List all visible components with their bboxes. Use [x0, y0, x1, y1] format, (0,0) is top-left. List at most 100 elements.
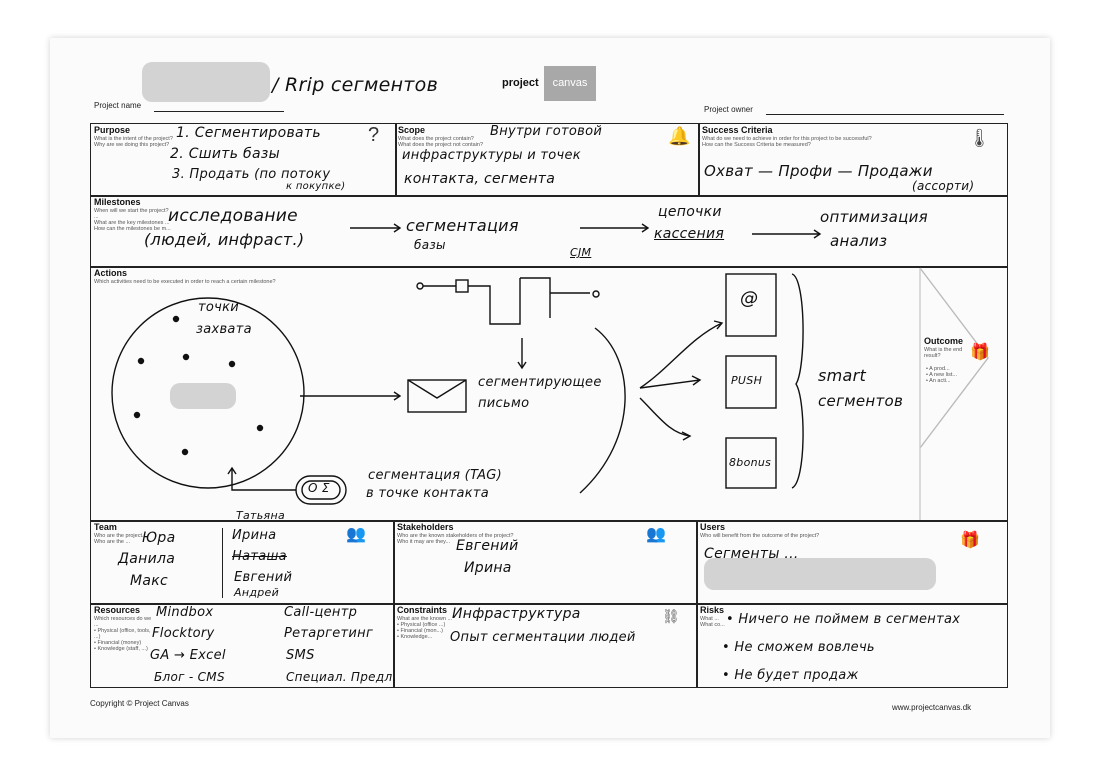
redacted-name	[142, 62, 270, 102]
resources-subtitle: Which resources do we ... • Physical (of…	[94, 616, 152, 652]
users-subtitle: Who will benefit from the outcome of the…	[700, 533, 820, 539]
resource-5: Call-центр	[284, 605, 358, 620]
resources-title: Resources	[94, 605, 141, 615]
outcome-title: Outcome	[924, 336, 964, 346]
milestone-2-line-1: сегментация	[406, 216, 519, 235]
canvas-sheet: / Rrip сегментов Project name project ca…	[50, 38, 1050, 738]
channel-box-push-label: PUSH	[731, 374, 763, 387]
team-left-3: Макс	[130, 573, 169, 589]
risk-3: • Не будет продаж	[722, 668, 859, 683]
scope-line-3: контакта, сегмента	[404, 171, 556, 187]
stakeholders-subtitle: Who are the known stakeholders of the pr…	[397, 533, 514, 545]
purpose-subtitle: What is the intent of the project? Why a…	[94, 136, 173, 148]
purpose-line-2: 2. Сшить базы	[170, 146, 280, 162]
risk-2: • Не сможем вовлечь	[722, 640, 875, 655]
stakeholders-icon: 👥	[646, 526, 666, 543]
project-owner-label: Project owner	[704, 105, 753, 114]
success-subtitle: What do we need to achieve in order for …	[702, 136, 872, 148]
milestones-title: Milestones	[94, 197, 141, 207]
col-divider-top-1	[395, 123, 397, 195]
team-right-1: Татьяна	[236, 509, 286, 522]
purpose-line-4: к покупке)	[286, 181, 346, 192]
actions-sketch	[111, 223, 989, 520]
success-line-2: (ассорти)	[912, 179, 975, 193]
channel-box-bonus	[725, 437, 777, 489]
action-tag-2: в точке контакта	[366, 486, 490, 501]
chain-icon: ⛓	[662, 608, 680, 624]
project-owner-underline	[766, 114, 1004, 115]
purpose-line-3: 3. Продать (по потоку	[172, 167, 331, 182]
scope-line-2: инфраструктуры и точек	[402, 148, 581, 163]
milestone-3-line-2: кассения	[654, 226, 725, 242]
channel-box-email	[725, 273, 777, 337]
action-letter-2: письмо	[478, 396, 530, 411]
logo-canvas: canvas	[544, 66, 596, 101]
team-right-3: Наташа	[232, 549, 287, 564]
action-tag-1: сегментация (TAG)	[368, 468, 503, 483]
envelope-icon	[407, 379, 467, 413]
scope-subtitle: What does the project contain? What does…	[398, 136, 483, 148]
channel-box-bonus-label: 8bonus	[729, 456, 772, 469]
stakeholder-1: Евгений	[456, 538, 519, 554]
resource-7: SMS	[286, 648, 315, 663]
row-divider-1	[90, 195, 1008, 197]
constraints-subtitle: What are the known ... • Physical (offic…	[397, 616, 453, 640]
team-right-2: Ирина	[232, 528, 277, 543]
users-icon: 🎁	[960, 532, 980, 549]
milestone-cjm: CJM	[570, 246, 592, 259]
logo-project: project	[502, 77, 539, 89]
canvas-grid	[90, 123, 1008, 688]
question-icon: ?	[368, 124, 380, 146]
footer-website: www.projectcanvas.dk	[892, 703, 972, 712]
actions-title: Actions	[94, 268, 128, 278]
milestone-4-line-2: анализ	[830, 232, 888, 250]
resource-3: GA → Excel	[150, 648, 226, 663]
tag-pill-label: O Σ	[308, 481, 330, 495]
col-divider-bot-1	[393, 520, 395, 688]
resource-4: Блог - CMS	[154, 670, 225, 684]
actions-subtitle: Which activities need to be executed in …	[94, 279, 276, 285]
row-divider-3	[90, 520, 1008, 522]
scope-title: Scope	[398, 125, 426, 135]
risk-1: • Ничего не поймем в сегментах	[726, 612, 961, 627]
footer-copyright: Copyright © Project Canvas	[90, 699, 189, 708]
milestone-1-line-1: исследование	[168, 206, 298, 226]
purpose-title: Purpose	[94, 125, 131, 135]
capture-points-circle	[111, 297, 305, 489]
resource-2: Flocktory	[152, 626, 215, 641]
risks-title: Risks	[700, 605, 725, 615]
action-capture-1: точки	[198, 300, 240, 315]
tag-pill	[295, 475, 347, 505]
action-smart-2: сегментов	[818, 392, 904, 410]
stakeholder-2: Ирина	[464, 560, 512, 576]
milestone-3-line-1: цепочки	[658, 204, 722, 220]
thermometer-icon: 🌡	[968, 128, 991, 148]
constraint-1: Инфраструктура	[452, 606, 581, 622]
project-name-handwriting: / Rrip сегментов	[272, 74, 439, 96]
bell-icon: 🔔	[668, 126, 691, 146]
users-title: Users	[700, 522, 726, 532]
success-line-1: Охват — Профи — Продажи	[704, 162, 933, 180]
gift-icon: 🎁	[970, 344, 990, 361]
milestone-1-line-2: (людей, инфраст.)	[144, 230, 305, 249]
outcome-bullets: • A prod... • A new list... • An acti...	[926, 366, 957, 384]
channel-box-push	[725, 355, 777, 409]
channel-box-email-label: @	[740, 288, 759, 309]
milestone-2-line-2: базы	[414, 238, 446, 252]
resource-6: Ретаргетинг	[284, 626, 374, 641]
resource-1: Mindbox	[156, 605, 214, 620]
action-capture-2: захвата	[196, 322, 252, 337]
outcome-chevron	[919, 267, 989, 449]
purpose-line-1: 1. Сегментировать	[176, 125, 321, 141]
row-divider-2	[90, 266, 1008, 268]
team-icon: 👥	[346, 526, 366, 543]
team-divider	[222, 528, 224, 598]
milestones-subtitle: When will we start the project? ... What…	[94, 208, 171, 232]
row-divider-4	[90, 603, 1008, 605]
stakeholders-title: Stakeholders	[397, 522, 454, 532]
outcome-subtitle: What is the end result?	[924, 347, 963, 359]
action-letter-1: сегментирующее	[478, 375, 602, 390]
project-name-label: Project name	[94, 101, 142, 110]
team-subtitle: Who are the project... Who are the ...	[94, 533, 147, 545]
team-left-1: Юра	[142, 530, 176, 546]
